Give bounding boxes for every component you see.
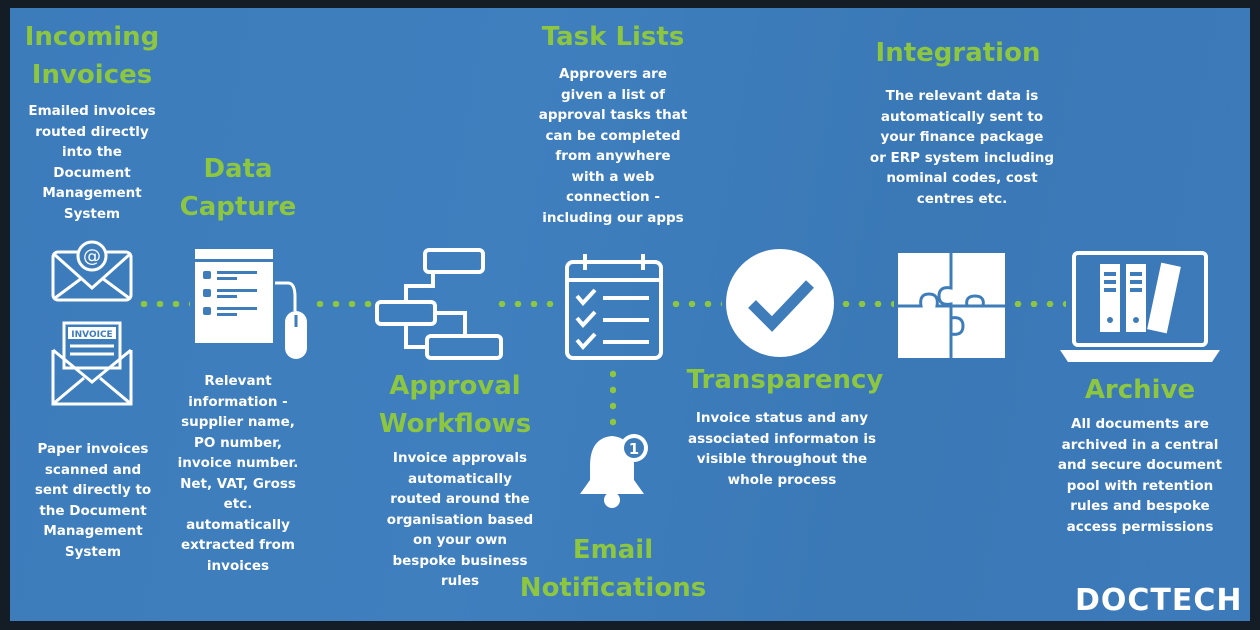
transparency-title: Transparency [686,365,884,395]
checkmark-circle-icon [726,249,834,357]
email-envelope-icon: @ [51,240,133,302]
doctech-logo: DOCTECH [1075,583,1243,618]
connector-dots [312,301,372,307]
paper-invoice-icon: INVOICE [51,321,133,406]
svg-text:@: @ [83,246,101,267]
task-lists-title: Task Lists [541,22,685,52]
workflow-diagram-icon [375,248,503,360]
integration-title: Integration [875,38,1041,68]
task-calendar-icon [565,254,663,360]
connector-dots [668,301,722,307]
svg-text:1: 1 [629,440,639,458]
laptop-archive-icon [1060,251,1220,362]
svg-text:INVOICE: INVOICE [71,330,112,340]
notification-bell-icon: 1 [580,434,648,508]
archive-title: Archive [1084,375,1196,405]
connector-dots [838,301,894,307]
connector-dots [1010,301,1066,307]
connector-dots [494,301,554,307]
connector-dots-vertical [610,366,616,428]
connector-dots [136,301,190,307]
data-capture-form-icon [195,249,307,359]
puzzle-icon [898,253,1005,358]
